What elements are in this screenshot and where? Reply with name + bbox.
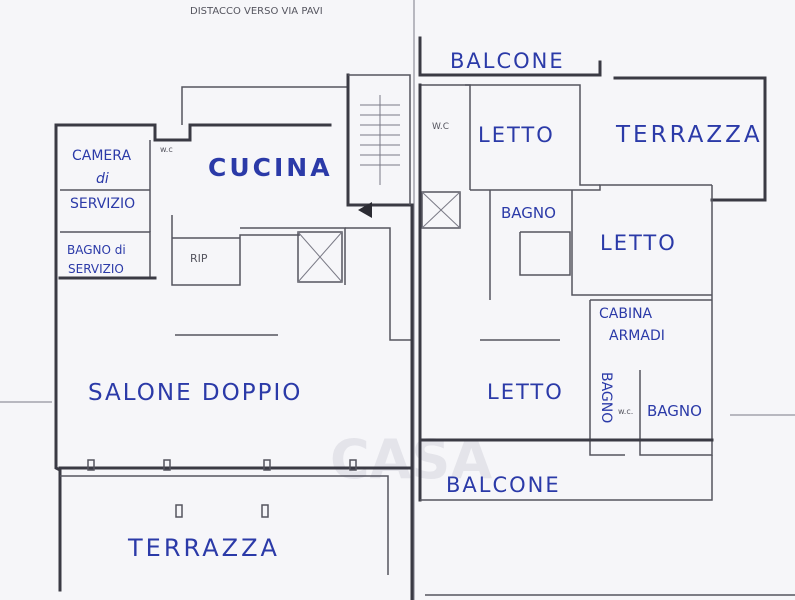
elevator-right: [421, 191, 461, 229]
wall-wc-top: [420, 84, 471, 190]
label-cucina: CUCINA: [208, 153, 333, 182]
wall-terrazza-right: [613, 76, 767, 202]
walls: [54, 36, 795, 600]
label-rip: RIP: [190, 252, 208, 265]
label-balcone-bottom: BALCONE: [446, 473, 561, 497]
label-wc-servizio: w.c: [160, 145, 173, 154]
label-bagno-servizio-1: BAGNO di: [67, 243, 126, 257]
wall-bagno-right: [639, 370, 713, 456]
wall-top-left: [54, 123, 332, 142]
label-salone-doppio: SALONE DOPPIO: [88, 380, 302, 406]
label-bagno-servizio-2: SERVIZIO: [68, 262, 124, 276]
wall-letto2: [571, 190, 712, 296]
room-labels: BALCONE LETTO TERRAZZA CAMERA di SERVIZI…: [67, 49, 763, 562]
header-note: DISTACCO VERSO VIA PAVI: [190, 6, 323, 17]
wall-kitchen-bottom: [240, 227, 346, 285]
label-letto-1: LETTO: [478, 123, 555, 147]
label-wc-small: w.c.: [618, 407, 633, 416]
wall-letto1: [465, 84, 600, 186]
entrance-arrow-icon: [358, 202, 372, 218]
wall-balcone-bottom: [420, 455, 713, 501]
wall-corridor: [345, 227, 412, 341]
wall-balcone-top: [418, 36, 602, 77]
wall-bagno-serv-top: [60, 231, 151, 278]
wall-stair-box: [348, 74, 411, 205]
staircase: [360, 95, 400, 185]
elevator-left: [297, 231, 343, 283]
wall-row2-top: [470, 184, 712, 191]
label-camera-servizio-3: SERVIZIO: [70, 196, 135, 212]
wall-stair-left: [346, 73, 412, 207]
wall-bagno-vert: [589, 300, 625, 456]
label-balcone-top: BALCONE: [450, 49, 565, 73]
wall-terrace-inner: [60, 475, 389, 575]
label-bagno-right: BAGNO: [647, 402, 702, 420]
label-wc-top: W.C: [432, 122, 449, 132]
label-bagno-vertical: BAGNO: [598, 372, 614, 423]
label-letto-2: LETTO: [600, 231, 677, 255]
label-letto-3: LETTO: [487, 380, 564, 404]
label-cabina-armadi-1: CABINA: [599, 306, 653, 322]
label-camera-servizio-2: di: [96, 171, 109, 187]
label-terrazza-right: TERRAZZA: [615, 122, 763, 148]
label-camera-servizio-1: CAMERA: [72, 148, 131, 164]
label-cabina-armadi-2: ARMADI: [609, 328, 665, 344]
label-bagno-top: BAGNO: [501, 204, 556, 222]
wall-kitchen-upper: [181, 86, 349, 125]
label-terrazza-bottom: TERRAZZA: [127, 534, 280, 562]
wall-bagno-inner: [519, 231, 571, 276]
wall-left-outer: [54, 123, 62, 592]
wall-rip: [171, 215, 300, 286]
